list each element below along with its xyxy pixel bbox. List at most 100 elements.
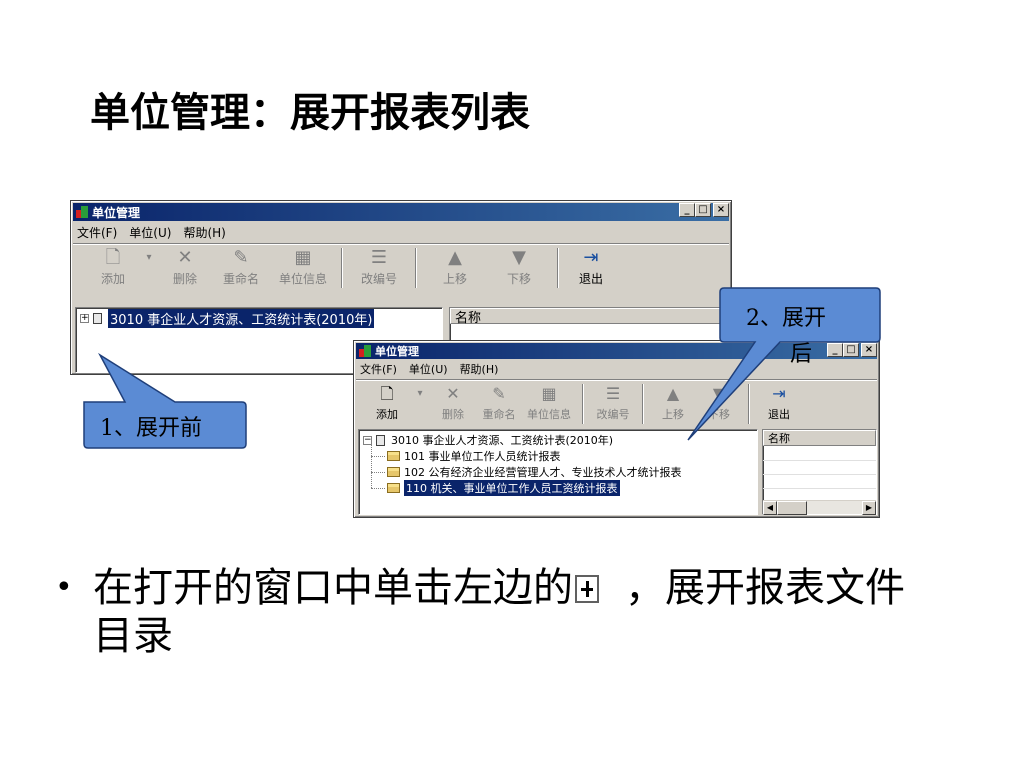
renumber-icon: ☰ [370, 247, 388, 268]
renumber-label: 改编号 [596, 408, 630, 421]
unit-info-button[interactable]: ▦ 单位信息 [522, 384, 576, 422]
callout-after-label-line1: 2、展开 [746, 306, 826, 331]
folder-icon [387, 451, 400, 461]
chevron-down-icon[interactable]: ▾ [417, 388, 423, 399]
toolbar-separator [642, 384, 644, 424]
add-label: 添加 [100, 272, 125, 286]
exit-door-icon: ⇥ [772, 384, 786, 403]
tree-root-row[interactable]: − 3010 事企业人才资源、工资统计表(2010年) [363, 432, 753, 448]
delete-label: 删除 [172, 272, 197, 286]
delete-button[interactable]: ✕ 删除 [430, 384, 476, 422]
window-controls: _ □ × [827, 343, 877, 357]
child-selected-label[interactable]: 110 机关、事业单位工作人员工资统计报表 [404, 480, 620, 496]
delete-label: 删除 [442, 408, 464, 421]
menu-file[interactable]: 文件(F) [360, 363, 397, 376]
bullet-dot: • [55, 570, 73, 605]
app-icon [75, 205, 89, 219]
menu-unit[interactable]: 单位(U) [129, 225, 172, 240]
delete-icon: ✕ [446, 384, 460, 403]
toolbar: 🗋 添加 ▾ ✕ 删除 ✎ 重命名 ▦ 单位信息 ☰ 改编号 ▲ 上移 ▼ 下移 [73, 243, 729, 291]
exit-button[interactable]: ⇥ 退出 [756, 384, 802, 422]
move-up-label: 上移 [662, 408, 684, 421]
child-code: 102 [404, 465, 425, 479]
report-book-icon [376, 434, 385, 446]
move-up-button[interactable]: ▲ 上移 [423, 248, 487, 287]
add-button[interactable]: 🗋 添加 [364, 384, 410, 422]
move-down-icon: ▼ [712, 384, 726, 403]
list-column-header[interactable]: 名称 [763, 430, 876, 446]
child-code: 110 [406, 482, 427, 495]
minimize-button[interactable]: _ [827, 343, 843, 357]
tree-view[interactable]: − 3010 事企业人才资源、工资统计表(2010年) 101 事业单位工作人员… [358, 429, 758, 515]
tree-connector [371, 456, 372, 472]
move-down-button[interactable]: ▼ 下移 [487, 248, 551, 287]
callout-before-label: 1、展开前 [100, 416, 202, 441]
scroll-left-icon[interactable]: ◀ [763, 501, 777, 515]
rename-button[interactable]: ✎ 重命名 [476, 384, 522, 422]
move-up-button[interactable]: ▲ 上移 [650, 384, 696, 422]
window-controls: _ □ × [679, 203, 729, 217]
expand-plus-icon[interactable]: + [80, 312, 89, 323]
new-doc-icon: 🗋 [380, 384, 394, 403]
menu-help[interactable]: 帮助(H) [183, 225, 226, 240]
tree-child-row[interactable]: 102 公有经济企业经营管理人才、专业技术人才统计报表 [363, 456, 753, 480]
bullet-text: 在打开的窗口中单击左边的，展开报表文件目录 [93, 564, 933, 660]
rename-icon: ✎ [233, 247, 249, 268]
maximize-button[interactable]: □ [695, 203, 711, 217]
scroll-thumb[interactable] [777, 501, 807, 515]
renumber-button[interactable]: ☰ 改编号 [349, 248, 409, 287]
menu-file[interactable]: 文件(F) [77, 225, 118, 240]
close-button[interactable]: × [713, 203, 729, 217]
expand-plus-icon [575, 575, 599, 603]
window-title: 单位管理 [375, 345, 419, 358]
menu-unit[interactable]: 单位(U) [408, 363, 448, 376]
list-item[interactable] [763, 461, 876, 475]
list-item[interactable] [763, 447, 876, 461]
renumber-label: 改编号 [360, 272, 397, 286]
child-label[interactable]: 公有经济企业经营管理人才、专业技术人才统计报表 [428, 466, 682, 479]
move-down-icon: ▼ [512, 247, 526, 268]
rename-label: 重命名 [222, 272, 259, 286]
minimize-button[interactable]: _ [679, 203, 695, 217]
child-label[interactable]: 事业单位工作人员统计报表 [428, 450, 561, 463]
move-down-button[interactable]: ▼ 下移 [696, 384, 742, 422]
delete-button[interactable]: ✕ 删除 [159, 248, 211, 287]
rename-button[interactable]: ✎ 重命名 [211, 248, 271, 287]
menu-bar: 文件(F) 单位(U) 帮助(H) [356, 360, 877, 378]
move-up-icon: ▲ [448, 247, 462, 268]
list-item[interactable] [763, 475, 876, 489]
scroll-right-icon[interactable]: ▶ [862, 501, 876, 515]
tree-root-label[interactable]: 3010 事企业人才资源、工资统计表(2010年) [108, 308, 375, 328]
tree-child-row[interactable]: 110 机关、事业单位工作人员工资统计报表 [363, 472, 753, 496]
horizontal-scrollbar[interactable]: ◀ ▶ [763, 500, 876, 515]
close-button[interactable]: × [861, 343, 877, 357]
bullet-text-part2: ，展开报表文件目录 [93, 565, 905, 659]
tree-connector [371, 472, 372, 488]
renumber-button[interactable]: ☰ 改编号 [590, 384, 636, 422]
maximize-button[interactable]: □ [843, 343, 859, 357]
chevron-down-icon[interactable]: ▾ [146, 252, 152, 263]
unit-info-button[interactable]: ▦ 单位信息 [271, 248, 335, 287]
exit-button[interactable]: ⇥ 退出 [565, 248, 617, 287]
rename-icon: ✎ [492, 384, 506, 403]
add-button[interactable]: 🗋 添加 [87, 248, 139, 287]
app-icon [358, 344, 372, 358]
menu-help[interactable]: 帮助(H) [459, 363, 499, 376]
move-up-label: 上移 [442, 272, 467, 286]
tree-root-row[interactable]: + 3010 事企业人才资源、工资统计表(2010年) [80, 308, 438, 328]
tree-connector [371, 488, 385, 489]
tree-root-label[interactable]: 3010 事企业人才资源、工资统计表(2010年) [391, 434, 614, 447]
toolbar-separator [557, 248, 559, 288]
list-view[interactable]: 名称 ◀ ▶ [762, 429, 877, 515]
rename-label: 重命名 [482, 408, 516, 421]
menu-bar: 文件(F) 单位(U) 帮助(H) [73, 222, 729, 242]
callout-after-label-line2: 后 [790, 342, 813, 367]
child-label: 机关、事业单位工作人员工资统计报表 [430, 482, 618, 495]
toolbar-separator [341, 248, 343, 288]
new-doc-icon: 🗋 [105, 247, 121, 268]
tree-child-row[interactable]: 101 事业单位工作人员统计报表 [363, 440, 753, 464]
slide-title: 单位管理：展开报表列表 [90, 89, 530, 136]
toolbar-separator [582, 384, 584, 424]
list-column-header[interactable]: 名称 [450, 308, 728, 326]
title-bar[interactable]: 单位管理 [73, 203, 729, 221]
